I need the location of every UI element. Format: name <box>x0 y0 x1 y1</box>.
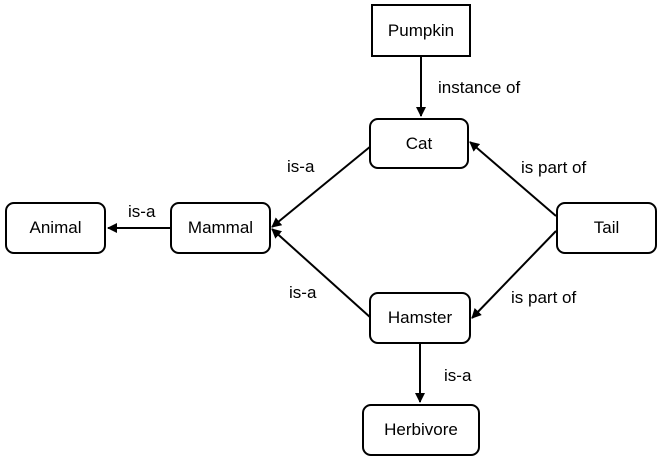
node-mammal: Mammal <box>170 202 271 254</box>
node-tail: Tail <box>556 202 657 254</box>
edge-label-mammal-is-a: is-a <box>128 202 156 221</box>
edge-tail-to-cat <box>469 141 557 217</box>
edge-label-herbivore-is-a: is-a <box>444 366 472 385</box>
node-herbivore-label: Herbivore <box>384 420 458 439</box>
node-hamster-label: Hamster <box>387 308 453 327</box>
node-hamster: Hamster <box>369 292 471 344</box>
node-tail-label: Tail <box>593 218 620 237</box>
node-cat-label: Cat <box>405 133 433 153</box>
node-animal: Animal <box>5 202 106 254</box>
node-pumpkin-label: Pumpkin <box>387 20 455 40</box>
edge-hamster-to-mammal <box>271 228 372 319</box>
edge-label-hamster-is-a: is-a <box>289 283 317 302</box>
edge-tail-to-hamster <box>471 230 557 319</box>
node-animal-label: Animal <box>29 218 82 237</box>
edge-label-cat-is-a: is-a <box>287 157 315 176</box>
node-mammal-label: Mammal <box>187 218 254 237</box>
edge-label-tail-part-of-cat: is part of <box>521 158 587 177</box>
edge-label-tail-part-of-hamster: is part of <box>511 288 577 307</box>
node-herbivore: Herbivore <box>362 404 480 456</box>
node-pumpkin: Pumpkin <box>371 4 471 57</box>
edge-cat-to-mammal <box>271 145 372 228</box>
edge-label-instance-of: instance of <box>438 78 521 97</box>
node-cat: Cat <box>369 118 469 169</box>
